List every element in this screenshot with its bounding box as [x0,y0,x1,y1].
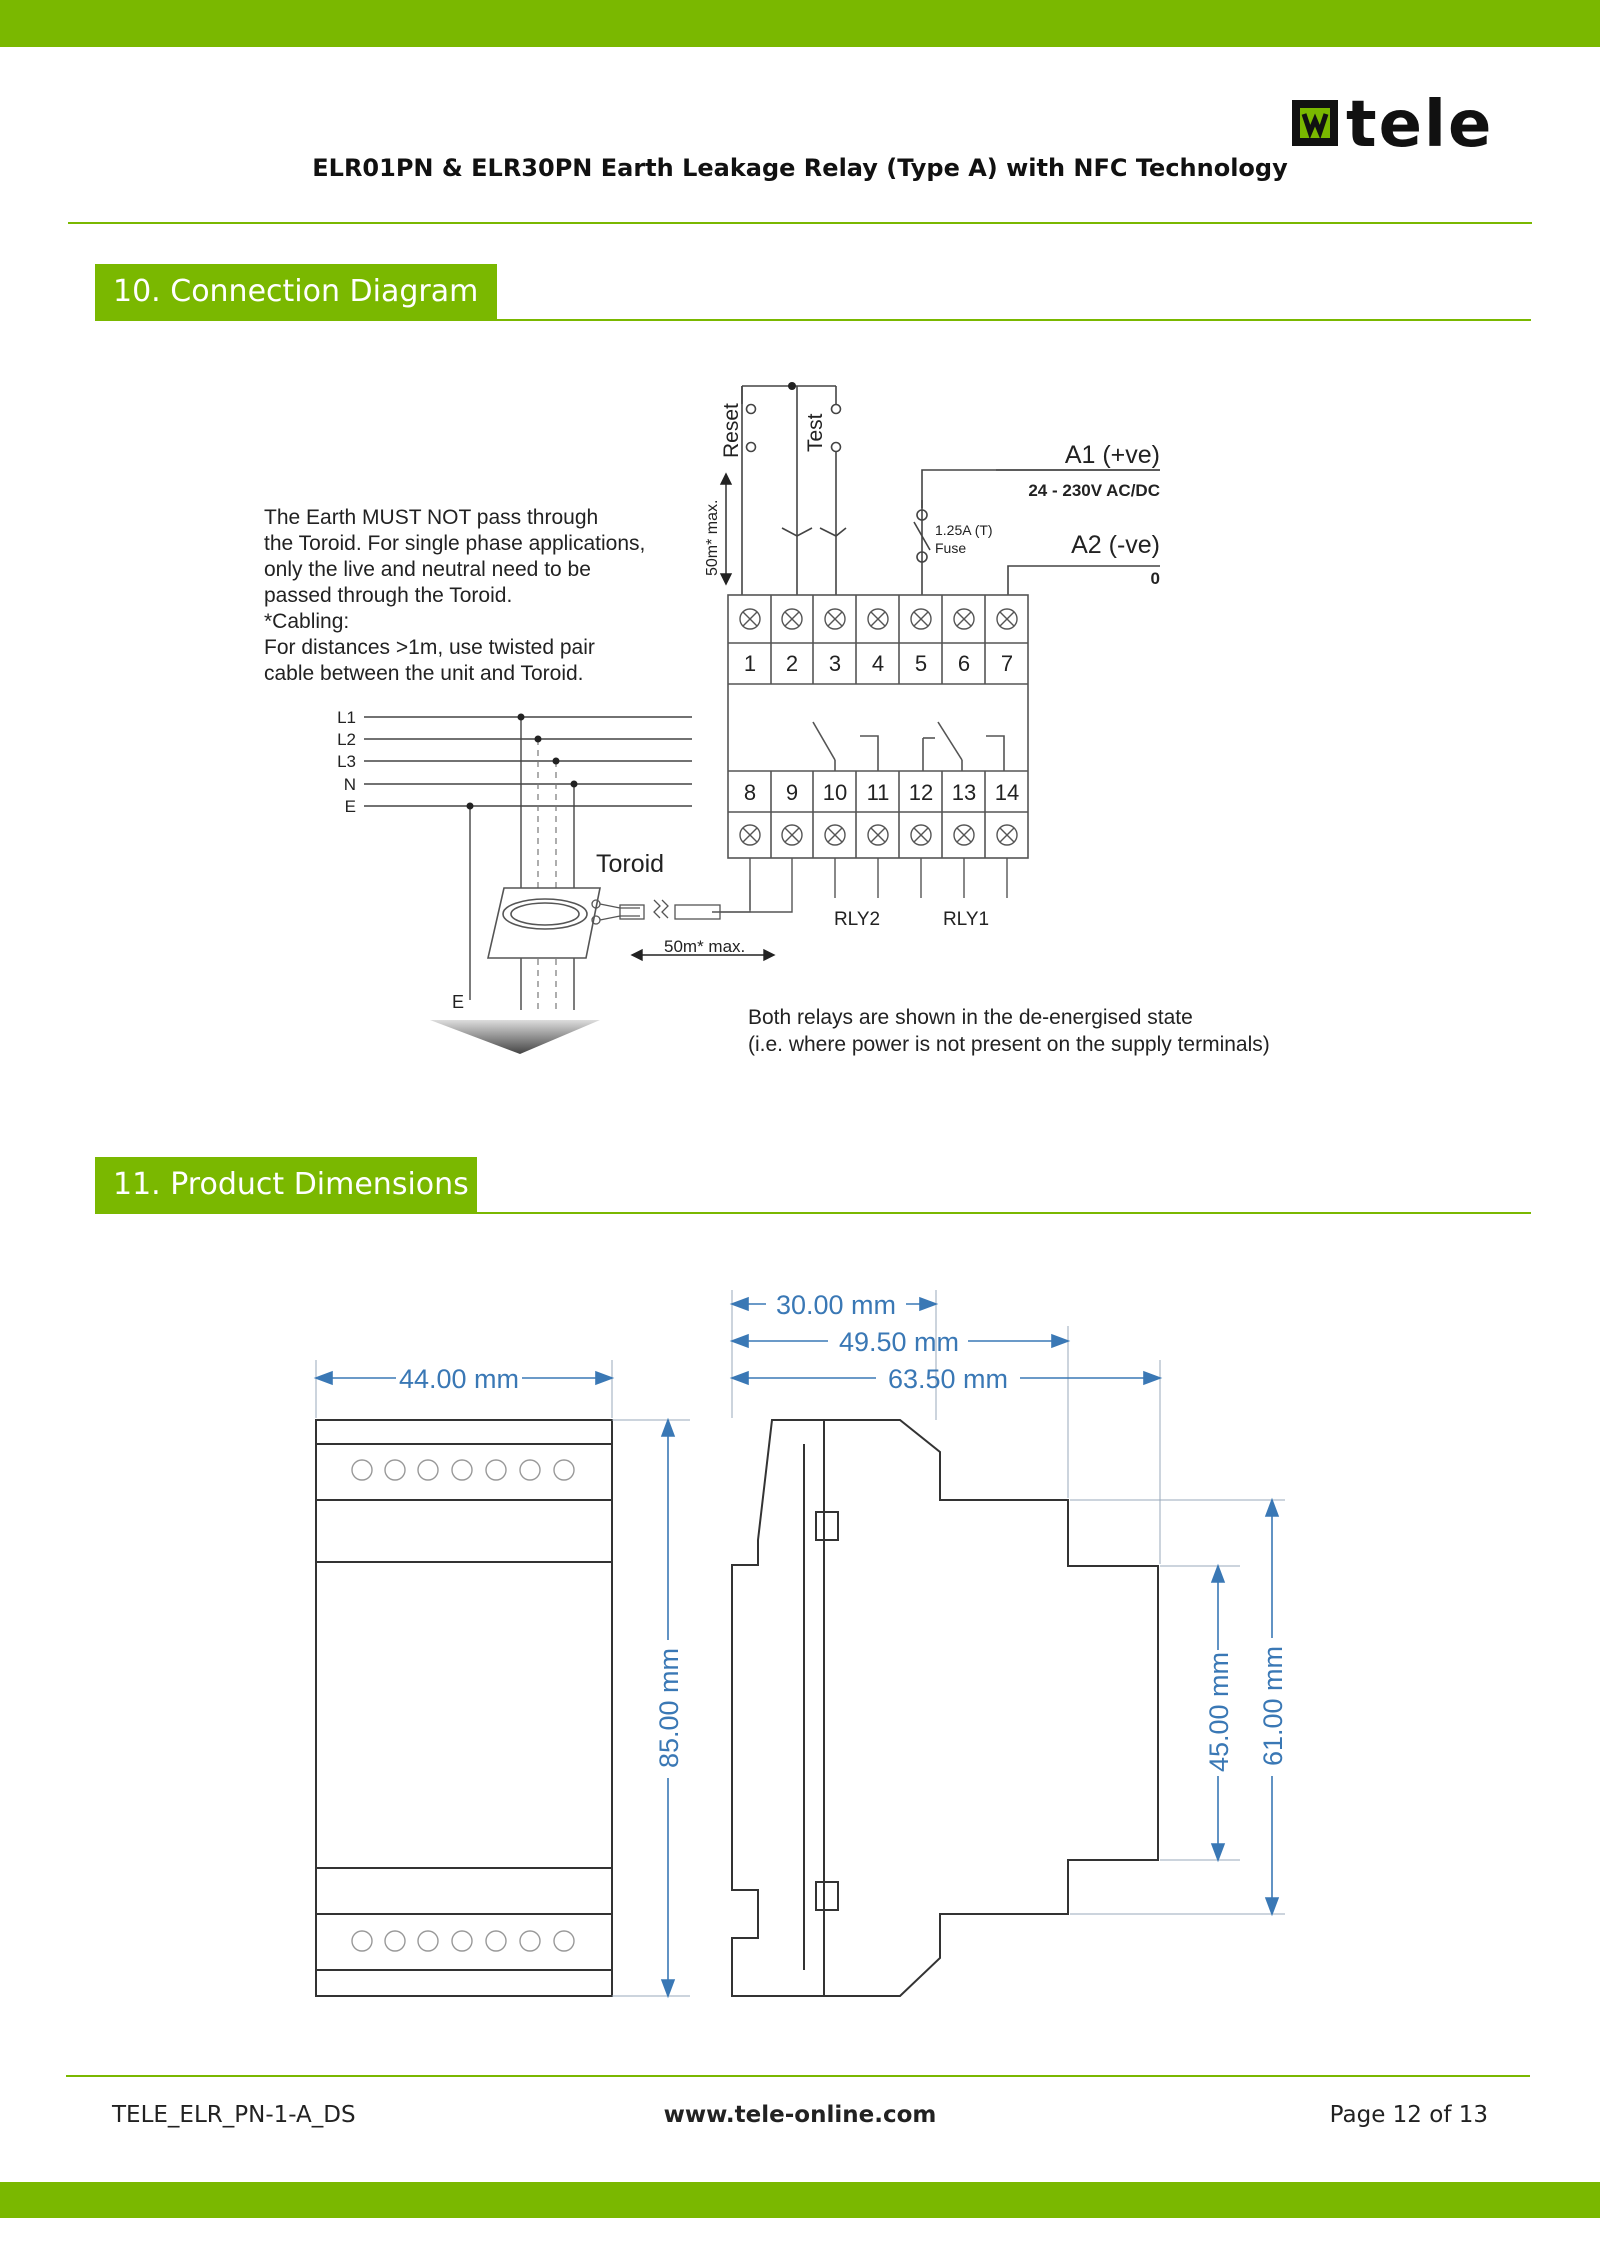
svg-text:L2: L2 [337,730,356,749]
dimension-drawings: 44.00 mm 85.00 mm 30.00 mm 49.50 mm 63.5… [313,1290,1288,1999]
svg-text:Toroid: Toroid [596,850,664,878]
section-heading-connection: 10. Connection Diagram [95,264,497,320]
svg-text:24 - 230V AC/DC: 24 - 230V AC/DC [1028,481,1160,500]
footer-divider [66,2075,1530,2077]
svg-text:the Toroid. For single phase a: the Toroid. For single phase application… [264,532,645,555]
earth-note: The Earth MUST NOT pass through the Toro… [264,506,645,685]
svg-text:0: 0 [1151,569,1160,588]
svg-text:For distances >1m, use twisted: For distances >1m, use twisted pair [264,636,595,659]
svg-text:9: 9 [786,780,798,805]
svg-text:The Earth MUST NOT pass throug: The Earth MUST NOT pass through [264,506,598,529]
svg-text:44.00 mm: 44.00 mm [399,1364,519,1394]
svg-text:Test: Test [804,413,827,452]
supply-lines [364,716,692,1010]
svg-text:RLY1: RLY1 [943,909,989,930]
svg-text:8: 8 [744,780,756,805]
svg-text:10: 10 [823,780,847,805]
svg-text:5: 5 [915,651,927,676]
svg-text:2: 2 [786,651,798,676]
svg-text:L3: L3 [337,752,356,771]
svg-text:30.00 mm: 30.00 mm [776,1290,896,1320]
relay-output-leads [712,858,1008,913]
front-view [315,1419,613,1997]
toroid-cable [591,880,751,925]
svg-text:14: 14 [995,780,1019,805]
terminal-screws-top [739,608,1018,630]
section-rule-connection [95,319,1531,321]
svg-text:13: 13 [952,780,976,805]
website-link[interactable]: www.tele-online.com [663,2102,937,2128]
svg-text:tele: tele [1346,94,1493,156]
svg-text:1.25A (T): 1.25A (T) [935,522,993,538]
svg-text:Reset: Reset [720,403,743,458]
svg-text:cable between the unit and Tor: cable between the unit and Toroid. [264,662,584,685]
relay-state-note: Both relays are shown in the de-energise… [748,1006,1193,1029]
terminal-numbers-top: 1 2 3 4 5 6 7 [744,651,1013,676]
svg-text:49.50 mm: 49.50 mm [839,1327,959,1357]
svg-text:N: N [344,775,356,794]
terminal-numbers-bottom: 8 9 10 11 12 13 14 [744,780,1019,805]
svg-text:63.50 mm: 63.50 mm [888,1364,1008,1394]
page-number: Page 12 of 13 [1329,2102,1488,2128]
earth-ground-symbol [430,1020,600,1054]
extension-lines [315,1290,1285,1997]
doc-code: TELE_ELR_PN-1-A_DS [112,2102,356,2128]
relay-unit-body [727,594,1029,859]
switch-wiring [741,385,847,595]
svg-text:*Cabling:: *Cabling: [264,610,349,633]
horizontal-cable-dim [630,948,776,962]
svg-text:85.00 mm: 85.00 mm [654,1648,684,1768]
svg-text:11: 11 [867,780,890,805]
svg-text:3: 3 [829,651,841,676]
front-screws-top [351,1459,575,1481]
toroid [486,887,601,959]
svg-text:50m* max.: 50m* max. [664,937,745,956]
svg-text:L1: L1 [337,708,356,727]
svg-text:61.00 mm: 61.00 mm [1258,1646,1288,1766]
bottom-green-band [0,2182,1600,2218]
svg-text:E: E [345,797,356,816]
header-divider [68,222,1532,224]
svg-text:A1 (+ve): A1 (+ve) [1065,441,1160,469]
dimension-labels: 44.00 mm 85.00 mm 30.00 mm 49.50 mm 63.5… [399,1290,1288,1772]
svg-text:45.00 mm: 45.00 mm [1204,1652,1234,1772]
junction-dots [466,713,578,810]
dimension-arrows [313,1296,1280,1999]
svg-text:7: 7 [1001,651,1013,676]
vertical-cable-dim [719,472,733,586]
section-heading-dimensions: 11. Product Dimensions [95,1157,477,1213]
svg-text:6: 6 [958,651,970,676]
relay-state-note-2: (i.e. where power is not present on the … [748,1033,1270,1056]
line-labels: L1 L2 L3 N E [337,708,356,816]
terminal-screws-bottom [739,824,1018,846]
svg-text:RLY2: RLY2 [834,909,880,930]
supply-lines-dashed [537,739,557,1010]
tele-logo: tele [1292,94,1493,156]
svg-text:12: 12 [909,780,933,805]
svg-text:E: E [452,992,464,1012]
top-green-band [0,0,1600,47]
svg-text:A2 (-ve): A2 (-ve) [1071,531,1160,559]
svg-text:Fuse: Fuse [935,540,966,556]
svg-text:1: 1 [744,651,756,676]
front-screws-bottom [351,1930,575,1952]
document-title: ELR01PN & ELR30PN Earth Leakage Relay (T… [312,154,1288,182]
svg-text:50m* max.: 50m* max. [704,500,721,576]
side-view [731,1419,1159,1997]
svg-text:4: 4 [872,651,884,676]
section-rule-dimensions [95,1212,1531,1214]
svg-text:passed through the Toroid.: passed through the Toroid. [264,584,512,607]
svg-text:only the live and neutral need: only the live and neutral need to be [264,558,591,581]
